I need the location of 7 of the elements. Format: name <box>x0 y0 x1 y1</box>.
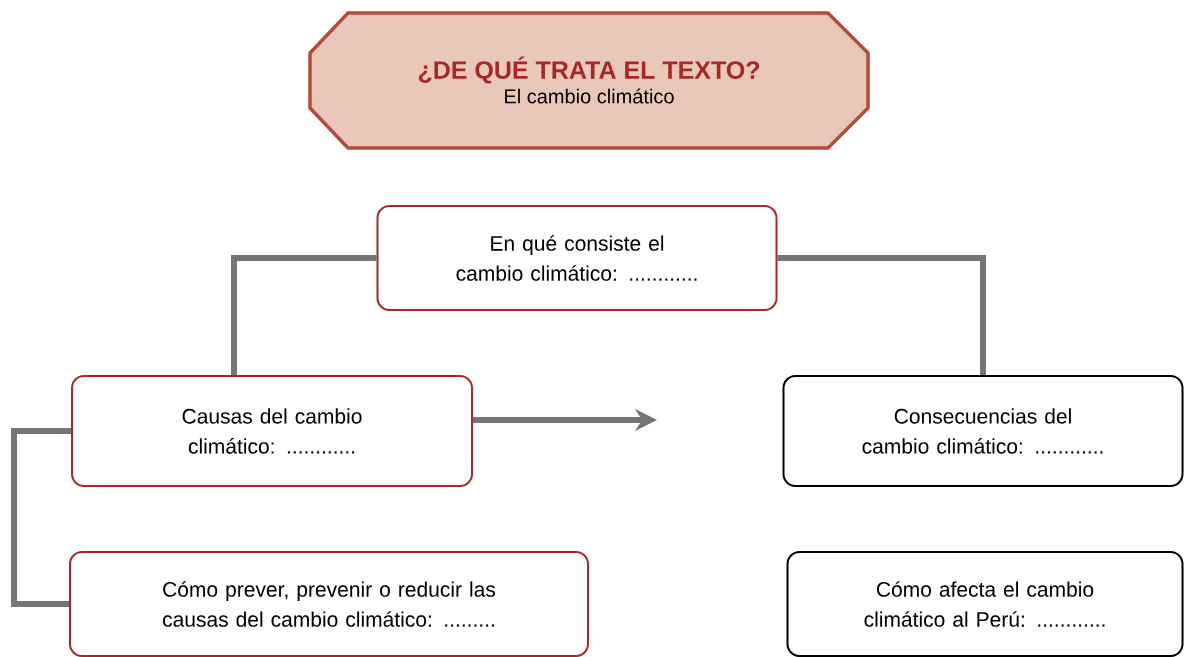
connector <box>11 428 71 607</box>
text-box: En qué consiste el cambio climático: ............ <box>376 205 778 311</box>
text-box: Consecuencias del cambio climático: ............ <box>782 375 1184 487</box>
text-box: Causas del cambio climático: ............ <box>71 375 473 487</box>
text-box: Cómo afecta el cambio climático al Perú: ............ <box>786 551 1184 657</box>
header-octagon: ¿DE QUÉ TRATA EL TEXTO? El cambio climático <box>308 11 870 150</box>
text-box: Cómo prever, prevenir o reducir las causas del cambio climático: ......... <box>69 551 589 657</box>
